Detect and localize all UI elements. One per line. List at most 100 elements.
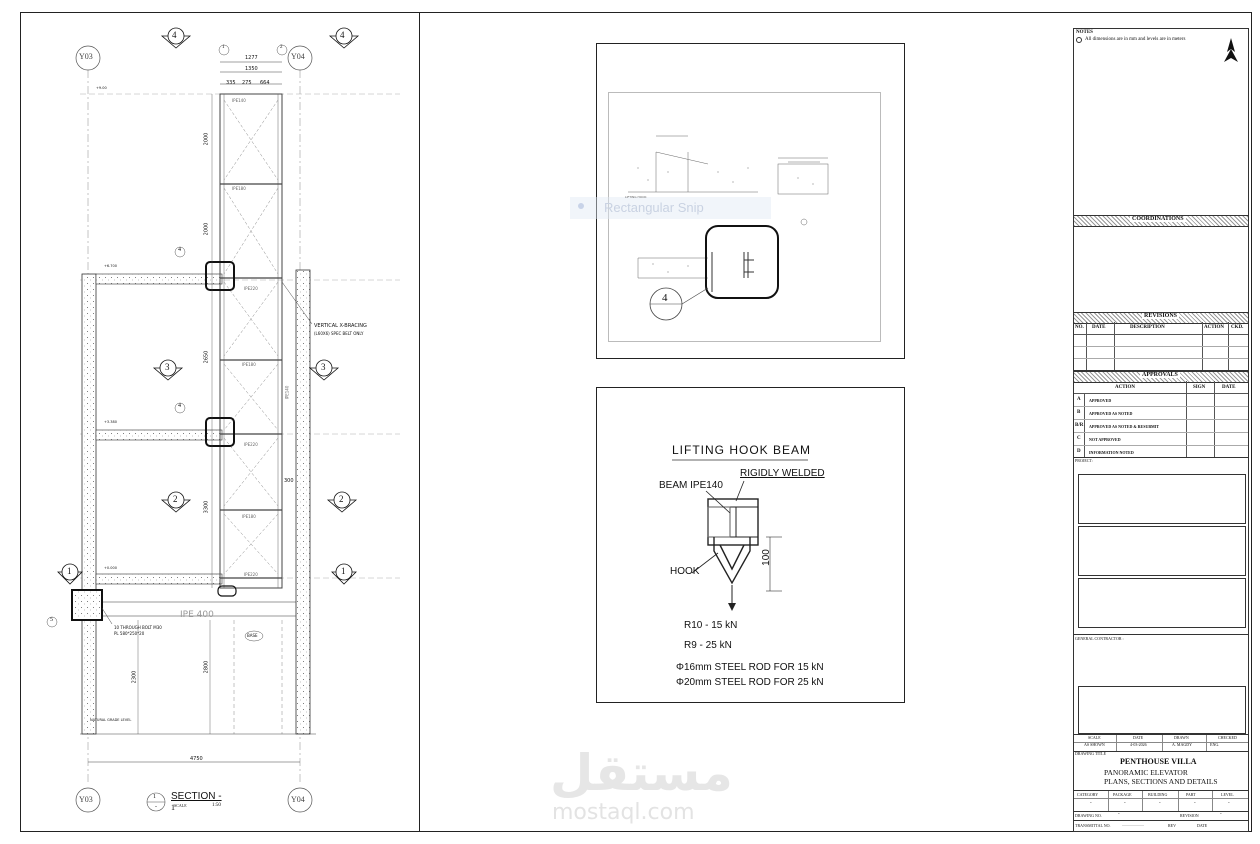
section-grid-2-left: 2 <box>173 494 178 504</box>
drawing-title-2: PLANS, SECTIONS AND DETAILS <box>1104 777 1218 786</box>
section-grid-2-right: 2 <box>339 494 344 504</box>
dim-top-4: 275 <box>242 80 252 86</box>
drawing-title-1: PANORAMIC ELEVATOR <box>1104 768 1188 777</box>
rev-header-ckd: CKD. <box>1231 325 1244 330</box>
project-name: PENTHOUSE VILLA <box>1120 757 1197 766</box>
drawing-title-label: DRAWING TITLE <box>1075 751 1107 756</box>
appr-row-text: NOT APPROVED <box>1089 437 1121 442</box>
section-title-num-2: 1 <box>171 803 175 812</box>
dim-top-3: 335 <box>226 80 236 86</box>
section-title-num: 1 <box>153 794 156 800</box>
beam-label: IPE220 <box>244 572 258 577</box>
hook-rod-2: Φ20mm STEEL ROD FOR 25 kN <box>676 677 824 688</box>
dim-top-2: 1350 <box>245 66 258 72</box>
hook-load-1: R10 - 15 kN <box>684 620 738 631</box>
appr-row-code: C <box>1077 436 1081 441</box>
detail-marker: 4 <box>178 403 181 409</box>
level-label: +0.000 <box>104 566 117 570</box>
bracing-note-1: VERTICAL X-BRACING <box>314 323 367 329</box>
appr-row-text: APPROVED AS NOTED & RESUBMIT <box>1089 424 1160 429</box>
bolt-note-2: PL 580*250*20 <box>114 631 145 636</box>
detail-small-label: LIFTING HOOK <box>625 195 647 199</box>
gc-label: GENERAL CONTRACTOR : <box>1075 636 1124 641</box>
drawing-no-value: - <box>1118 812 1120 817</box>
project-box-1 <box>1078 474 1246 524</box>
gc-divider <box>1074 634 1248 635</box>
gc-box <box>1078 686 1246 734</box>
beam-label-ipe400: IPE 400 <box>180 610 214 620</box>
col-marker-1: 1 <box>222 45 225 50</box>
dim-vertical-3: 2650 <box>203 350 210 364</box>
note-1: All dimensions are in mm and levels are … <box>1085 37 1186 42</box>
hook-beam-label: BEAM IPE140 <box>659 480 723 491</box>
axis-label-bottom-right: Y04 <box>291 795 305 804</box>
appr-row-code: B/R <box>1075 423 1084 428</box>
dim-vertical-5: 2300 <box>131 670 138 684</box>
axis-label-top-right: Y04 <box>291 52 305 61</box>
section-drawing <box>46 27 400 813</box>
meta-header-checked: CHECKED <box>1218 735 1237 740</box>
appr-header-sign: SIGN <box>1193 385 1206 390</box>
detail-inner-frame <box>608 92 881 342</box>
level-label: +3.380 <box>104 420 117 424</box>
notes-title: NOTES <box>1076 30 1093 35</box>
meta-value-drawn: A. MAGDY <box>1172 742 1192 747</box>
meta-header-drawn: DRAWN <box>1174 735 1189 740</box>
code-value-part: - <box>1194 801 1196 806</box>
bracing-note-2: (L60X6) SPEC BELT ONLY <box>314 331 364 336</box>
section-panel-border <box>20 12 420 832</box>
beam-label: IPE140 <box>284 385 290 400</box>
code-header-package: PACKAGE <box>1113 792 1132 797</box>
transmittal-date-label: DATE <box>1197 823 1208 828</box>
hook-rod-1: Φ16mm STEEL ROD FOR 15 kN <box>676 662 824 673</box>
beam-label: IPE220 <box>244 286 258 291</box>
code-header-level: LEVEL <box>1221 792 1234 797</box>
dim-vertical-7: 300 <box>284 478 294 484</box>
code-header-part: PART <box>1186 792 1196 797</box>
meta-header-scale: SCALE <box>1088 735 1101 740</box>
transmittal-label: TRANSMITTAL NO. <box>1075 823 1111 828</box>
north-arrow-icon <box>1224 38 1238 62</box>
meta-header-date: DATE <box>1133 735 1144 740</box>
appr-header-action: ACTION <box>1115 385 1136 390</box>
dim-vertical-2: 2000 <box>203 222 210 236</box>
rev-header-action: ACTION <box>1204 325 1225 330</box>
hook-drawing <box>672 459 808 611</box>
beam-label: IPE180 <box>242 362 256 367</box>
beam-label: IPE180 <box>242 514 256 519</box>
watermark-latin: mostaql.com <box>552 800 695 825</box>
hook-label: HOOK <box>670 566 700 577</box>
detail-marker: 5 <box>50 617 53 623</box>
axis-label-bottom-left: Y03 <box>79 795 93 804</box>
snip-overlay-text: Rectangular Snip <box>604 200 704 215</box>
dim-vertical-6: 2800 <box>203 660 210 674</box>
appr-row-code: B <box>1077 410 1081 415</box>
section-grid-1-left: 1 <box>67 566 72 576</box>
appr-row-text: INFORMATION NOTED <box>1089 450 1134 455</box>
project-box-2 <box>1078 526 1246 576</box>
appr-row-code: D <box>1077 449 1081 454</box>
appr-row-code: A <box>1077 397 1081 402</box>
revisions-title: REVISIONS <box>1142 313 1180 319</box>
transmittal-rev-label: REV <box>1168 823 1176 828</box>
dim-vertical-4: 3300 <box>203 500 210 514</box>
meta-value-checked: ENG. <box>1210 742 1220 747</box>
approvals-table <box>1074 381 1248 458</box>
level-label: NATURAL GRADE LEVEL <box>90 718 132 722</box>
bolt-note-1: 10 THROUGH BOLT M30 <box>114 625 162 630</box>
appr-row-text: APPROVED AS NOTED <box>1089 411 1133 416</box>
code-header-category: CATEGORY <box>1077 792 1099 797</box>
section-title-sub: - <box>155 804 157 810</box>
dim-top-5: 664 <box>260 80 270 86</box>
revision-value: - <box>1220 812 1222 817</box>
approvals-title: APPROVALS <box>1140 372 1180 378</box>
section-grid-3-right: 3 <box>321 362 326 372</box>
drawing-no-label: DRAWING NO. <box>1075 813 1102 818</box>
dim-vertical-1: 2000 <box>203 132 210 146</box>
project-label: PROJECT: <box>1075 458 1093 463</box>
base-label: BASE <box>247 633 258 638</box>
section-grid-3-left: 3 <box>165 362 170 372</box>
hook-rigidly-welded: RIGIDLY WELDED <box>740 468 825 479</box>
hook-load-2: R9 - 25 kN <box>684 640 732 651</box>
sheet-border <box>20 12 1252 832</box>
